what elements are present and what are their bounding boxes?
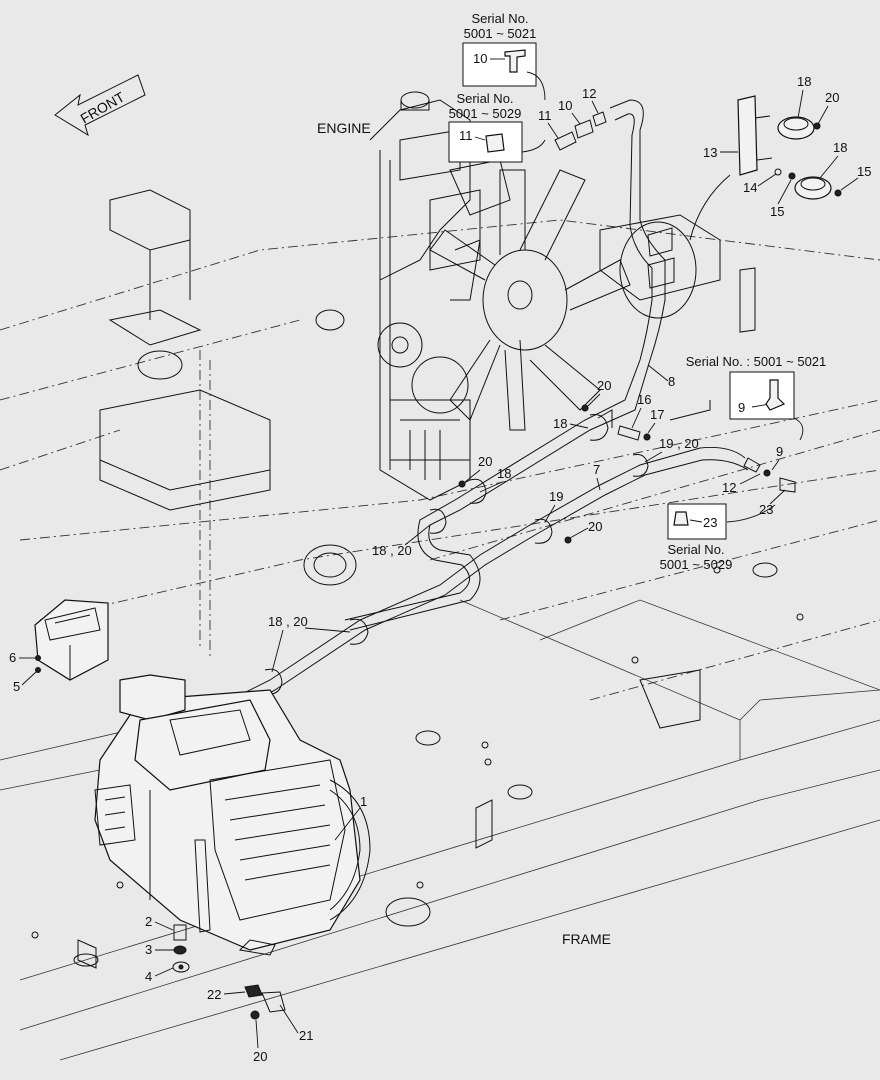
svg-text:5001 ~ 5021: 5001 ~ 5021 [464, 26, 537, 41]
callout-23: 23 [759, 502, 773, 517]
callout-8: 8 [668, 374, 675, 389]
callout-18-top: 18 [797, 74, 811, 89]
callout-13: 13 [703, 145, 717, 160]
callout-10-boxed: 10 [473, 51, 487, 66]
svg-text:Serial No.: Serial No. [471, 11, 528, 26]
controller-panel [34, 599, 109, 681]
callout-7: 7 [593, 462, 600, 477]
callout-22: 22 [207, 987, 221, 1002]
engine-label: ENGINE [317, 120, 371, 136]
svg-text:5001 ~ 5029: 5001 ~ 5029 [660, 557, 733, 572]
serial-box-part-23: 23 Serial No. 5001 ~ 5029 [660, 503, 776, 572]
callout-19-20: 19 , 20 [659, 436, 699, 451]
callout-20-mid: 20 [597, 378, 611, 393]
callout-9: 9 [776, 444, 783, 459]
serial-box-part-10: Serial No. 5001 ~ 5021 10 [462, 11, 546, 101]
callout-21: 21 [299, 1028, 313, 1043]
callout-11-boxed: 11 [459, 128, 473, 143]
callout-15-right: 15 [857, 164, 871, 179]
callout-19: 19 [549, 489, 563, 504]
callout-12-upper: 12 [582, 86, 596, 101]
heater-hoses [229, 99, 796, 713]
callout-18-20-lower: 18 , 20 [268, 614, 308, 629]
callout-18-20-center: 18 , 20 [372, 543, 412, 558]
svg-text:5001 ~ 5029: 5001 ~ 5029 [449, 106, 522, 121]
callout-2: 2 [145, 914, 152, 929]
callout-12-lower: 12 [722, 480, 736, 495]
callout-16: 16 [637, 392, 651, 407]
callout-6: 6 [9, 650, 16, 665]
callout-3: 3 [145, 942, 152, 957]
callout-23-boxed: 23 [703, 515, 717, 530]
callouts: 1 2 3 4 5 6 7 8 9 10 11 12 12 13 [9, 74, 871, 1064]
callout-9-boxed: 9 [738, 400, 745, 415]
callout-20-bottom: 20 [253, 1049, 267, 1064]
callout-20-right: 20 [588, 519, 602, 534]
callout-20-left: 20 [478, 454, 492, 469]
callout-18-right: 18 [833, 140, 847, 155]
svg-text:Serial No.: Serial No. [456, 91, 513, 106]
callout-18-mid: 18 [553, 416, 567, 431]
engine-assembly [369, 91, 631, 501]
callout-15-lower: 15 [770, 204, 784, 219]
callout-11: 11 [538, 108, 552, 123]
callout-10: 10 [558, 98, 572, 113]
callout-4: 4 [145, 969, 152, 984]
serial-box-part-9: Serial No. : 5001 ~ 5021 9 [686, 354, 827, 441]
callout-20-top: 20 [825, 90, 839, 105]
frame-outline [0, 189, 880, 1061]
callout-14: 14 [743, 180, 757, 195]
callout-1: 1 [360, 794, 367, 809]
callout-5: 5 [13, 679, 20, 694]
svg-text:Serial No. : 5001 ~ 5021: Serial No. : 5001 ~ 5021 [686, 354, 827, 369]
svg-text:Serial No.: Serial No. [667, 542, 724, 557]
small-parts [172, 95, 842, 1020]
heater-unit [94, 674, 371, 956]
callout-18-left: 18 [497, 466, 511, 481]
frame-label: FRAME [562, 931, 611, 947]
serial-box-part-11: Serial No. 5001 ~ 5029 11 [448, 91, 546, 163]
callout-17: 17 [650, 407, 664, 422]
front-direction-arrow: FRONT [54, 74, 146, 137]
